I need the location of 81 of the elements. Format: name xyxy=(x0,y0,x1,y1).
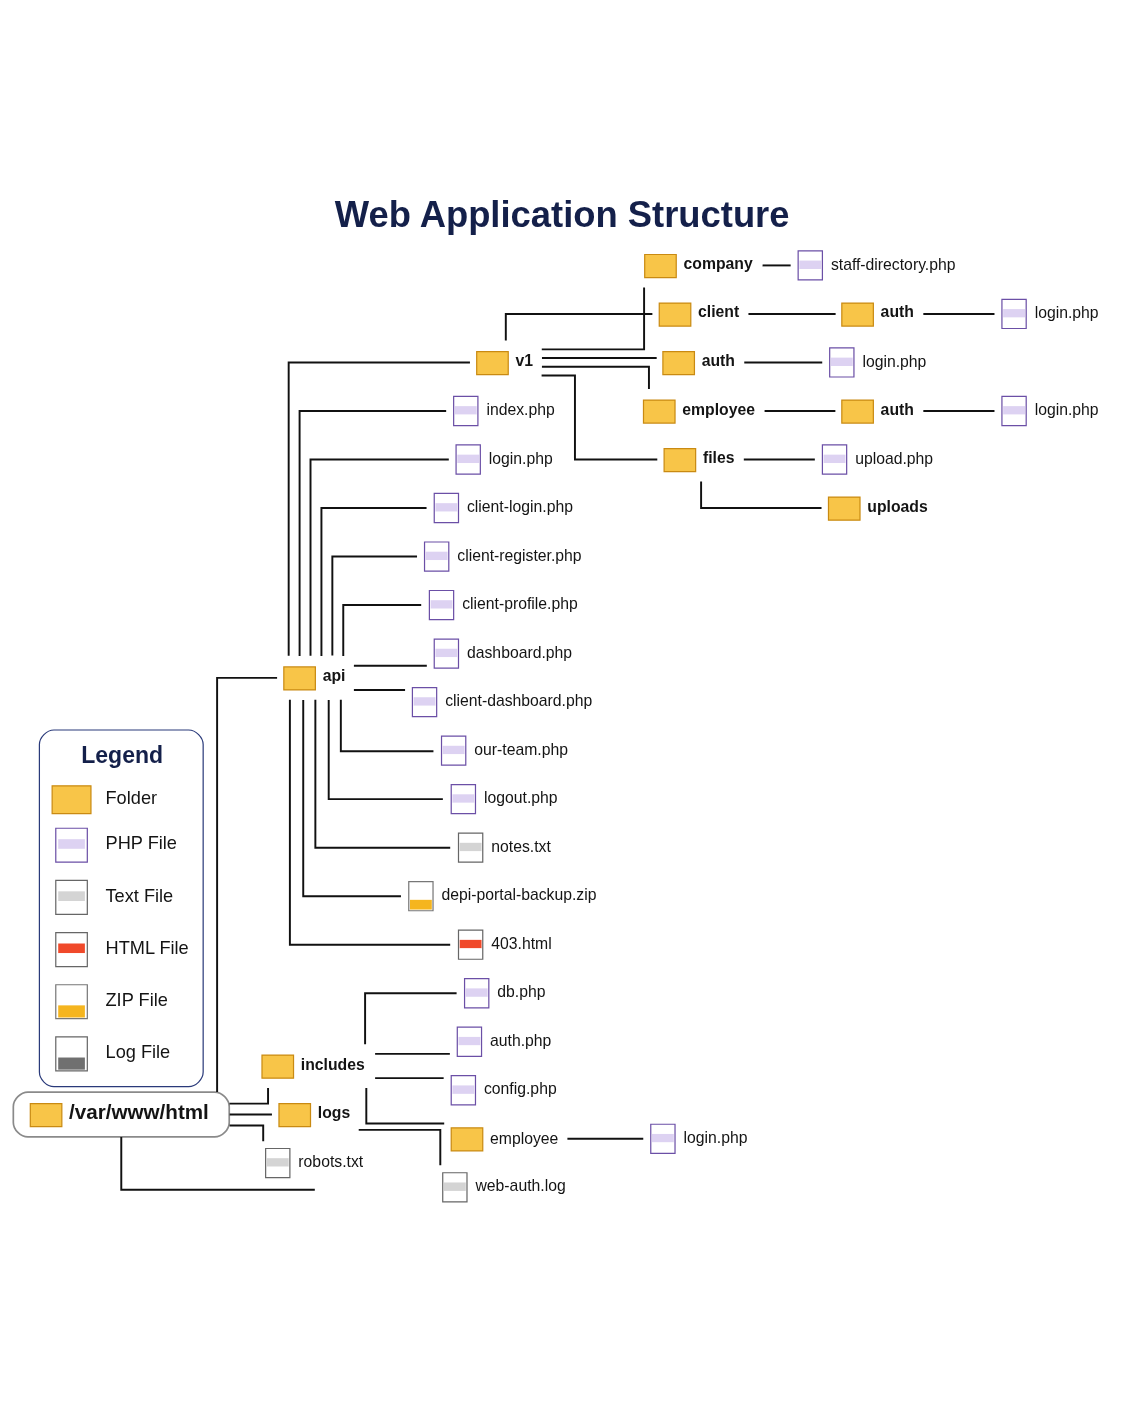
node-label: login.php xyxy=(488,449,553,467)
connector xyxy=(352,688,407,691)
node-label: uploads xyxy=(867,497,928,515)
node-label: 403.html xyxy=(491,934,552,952)
diagram-title: Web Application Structure xyxy=(334,193,790,235)
node-label: db.php xyxy=(497,982,546,1000)
connector xyxy=(228,1124,265,1142)
connector xyxy=(342,603,423,657)
node-label: login.php xyxy=(683,1128,748,1146)
node-label: login.php xyxy=(862,352,927,370)
legend-label: Log File xyxy=(105,1041,171,1062)
connector xyxy=(327,698,444,800)
connector xyxy=(540,286,646,350)
connector xyxy=(540,365,650,390)
node-label: staff-directory.php xyxy=(830,255,956,273)
connector xyxy=(298,409,448,657)
connector xyxy=(504,312,654,341)
connector xyxy=(374,1052,451,1055)
connector xyxy=(541,356,658,359)
connector xyxy=(743,361,824,363)
connector xyxy=(352,664,428,667)
node-label: depi-portal-backup.zip xyxy=(441,885,597,903)
node-label: web-auth.log xyxy=(475,1176,566,1194)
node-label: auth xyxy=(880,400,914,417)
connector xyxy=(309,458,450,657)
node-label: login.php xyxy=(1034,303,1099,321)
connector xyxy=(540,374,659,460)
node-label: index.php xyxy=(486,400,555,418)
node-label: employee xyxy=(682,400,755,417)
node-label: our-team.php xyxy=(474,740,568,758)
connector xyxy=(742,458,816,460)
connector xyxy=(288,698,452,946)
node-label: client xyxy=(698,302,740,320)
node-label: auth xyxy=(701,351,735,369)
node-label: client-dashboard.php xyxy=(445,691,593,709)
connector xyxy=(763,409,837,412)
connector xyxy=(357,1128,442,1166)
node-label: notes.txt xyxy=(491,837,551,855)
node-label: upload.php xyxy=(855,449,934,467)
node-label: client-register.php xyxy=(457,546,582,564)
label: Legend xyxy=(81,741,164,768)
connector xyxy=(228,1086,270,1105)
connector xyxy=(374,1076,445,1079)
node-label: v1 xyxy=(515,351,534,369)
legend-label: HTML File xyxy=(105,937,189,958)
node-label: config.php xyxy=(483,1079,557,1097)
node-label: auth.php xyxy=(490,1031,552,1049)
connector xyxy=(566,1137,645,1140)
node-label: employee xyxy=(490,1129,559,1147)
connector xyxy=(320,506,428,657)
node-label: client-profile.php xyxy=(462,594,578,612)
connector xyxy=(747,312,837,315)
node-label: dashboard.php xyxy=(466,643,573,661)
node-label: files xyxy=(702,448,735,466)
legend-label: Folder xyxy=(105,787,158,808)
connector xyxy=(364,991,458,1045)
connector xyxy=(287,361,471,657)
node-label: logs xyxy=(317,1103,351,1121)
connector xyxy=(302,698,402,897)
node-label: client-login.php xyxy=(466,497,573,515)
connector xyxy=(761,263,792,266)
node-label: api xyxy=(322,666,346,684)
node-box: /var/www/html xyxy=(12,1090,231,1138)
legend-label: PHP File xyxy=(105,832,177,853)
connector xyxy=(331,555,418,657)
node-label: auth xyxy=(880,302,914,320)
connector xyxy=(120,1135,316,1191)
connector xyxy=(700,480,823,509)
node-label: login.php xyxy=(1034,400,1099,418)
connector xyxy=(228,1113,273,1115)
connector xyxy=(365,1086,446,1124)
node-label: logout.php xyxy=(483,788,558,806)
legend-label: ZIP File xyxy=(105,989,168,1010)
connector xyxy=(314,698,452,849)
connector xyxy=(922,409,996,412)
connector xyxy=(922,312,996,315)
node-label: includes xyxy=(300,1055,365,1073)
node-label: company xyxy=(683,254,753,272)
node-label: robots.txt xyxy=(298,1152,364,1170)
legend-label: Text File xyxy=(105,885,174,906)
connector xyxy=(216,676,279,1093)
